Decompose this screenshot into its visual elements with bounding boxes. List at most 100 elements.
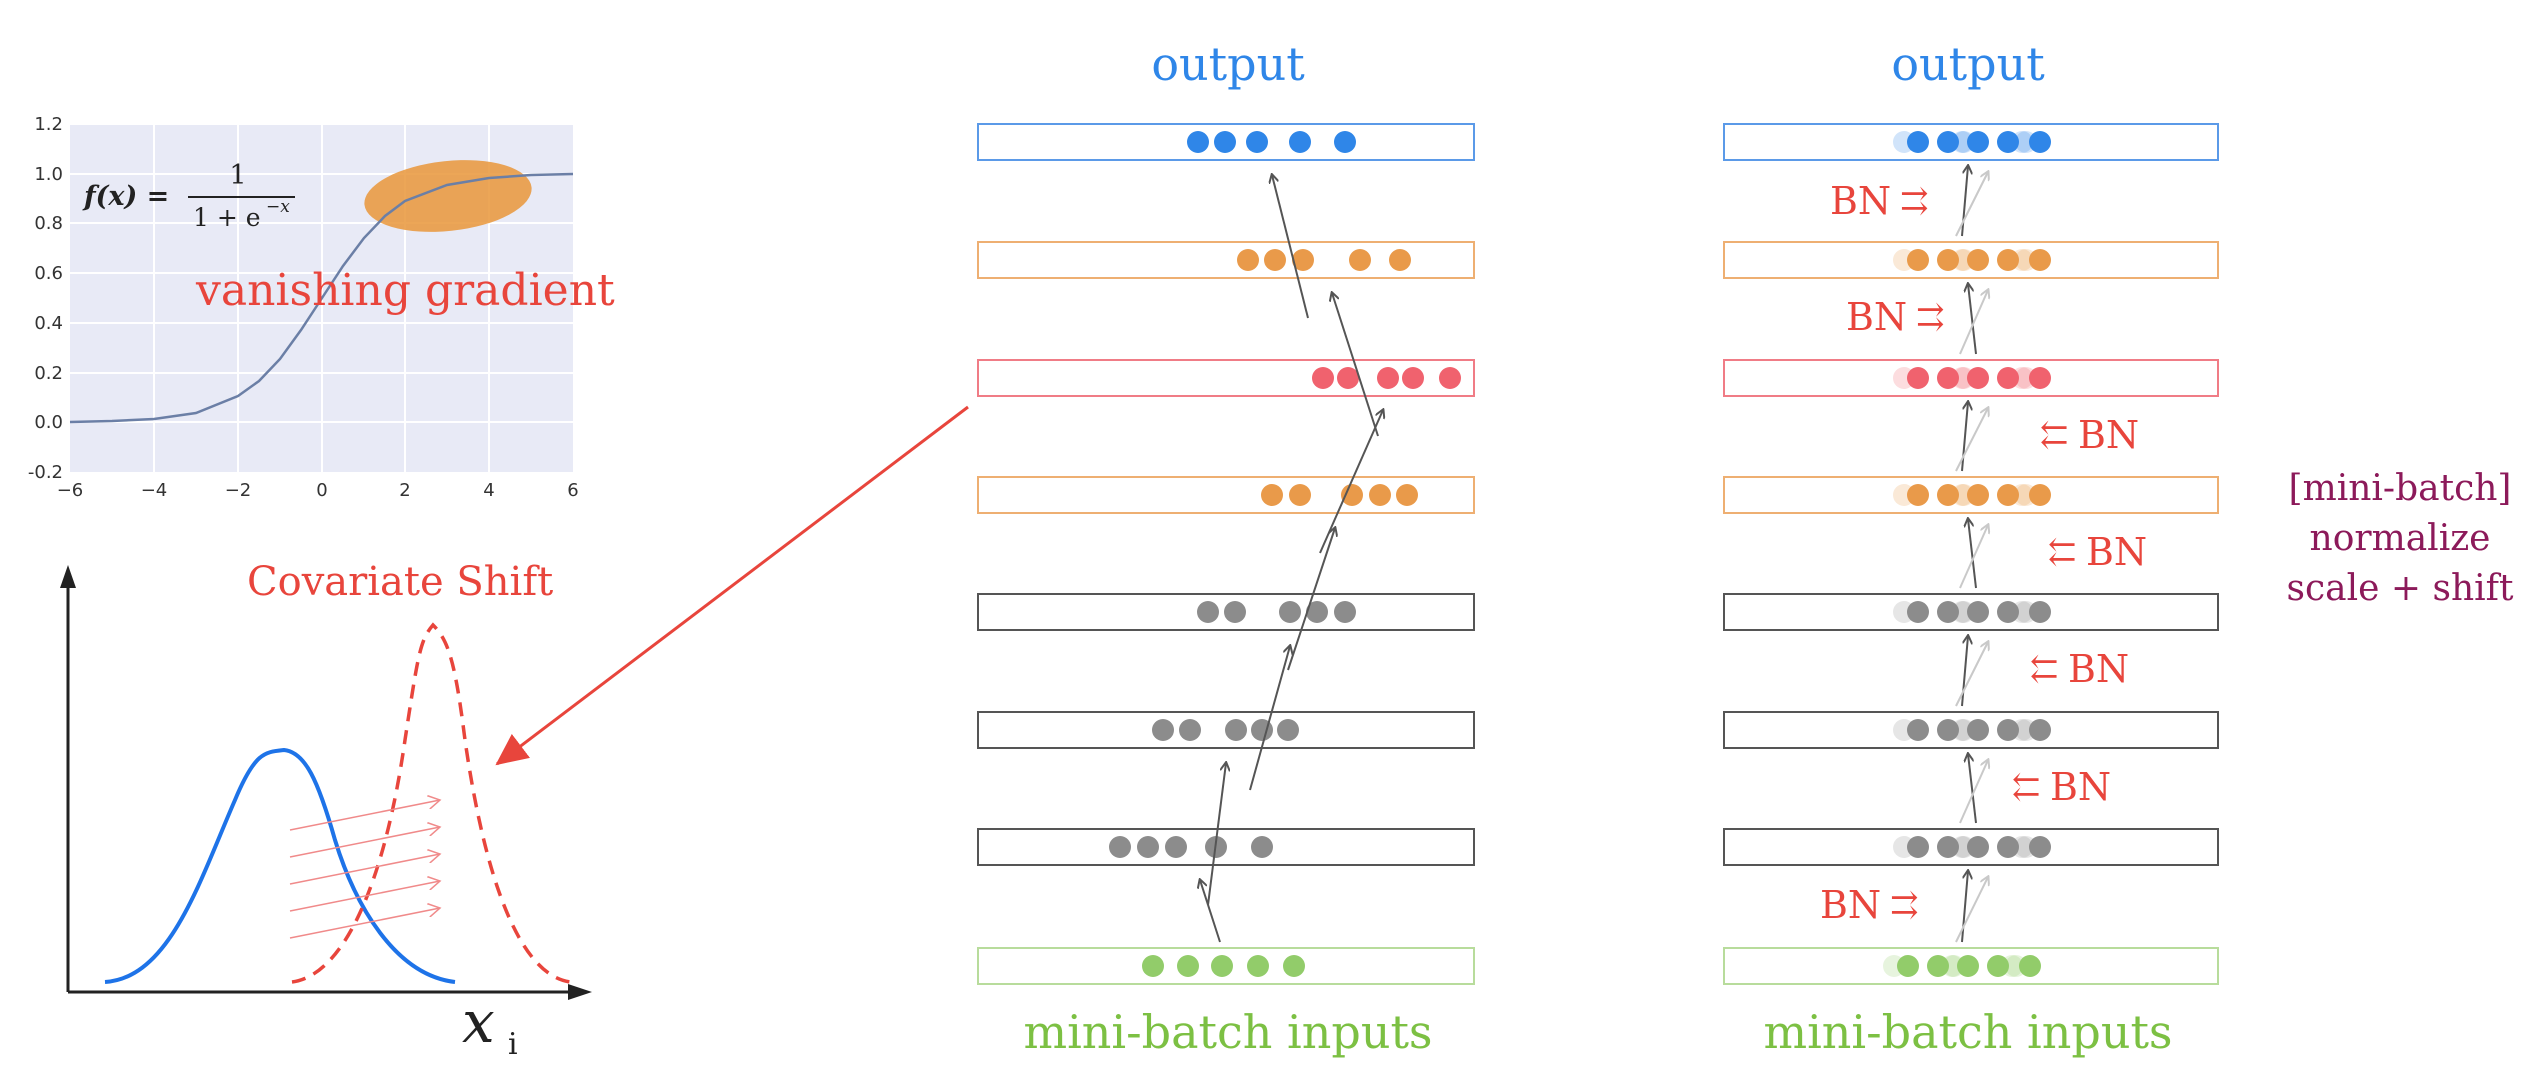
right-neuron: [1937, 249, 1959, 271]
right-neuron: [2019, 955, 2041, 977]
bn-marker: BN⇉: [1820, 883, 1919, 927]
y-tick: 0.6: [34, 263, 63, 284]
y-axis-arrowhead: [60, 565, 76, 588]
left-flow-arrow: [1272, 175, 1309, 319]
note-line-1: [mini-batch]: [2289, 468, 2512, 509]
bn-arrow-icon: ⇇: [2040, 415, 2069, 455]
x-tick: −2: [225, 480, 252, 501]
right-neuron: [1967, 484, 1989, 506]
shift-arrow: [289, 881, 440, 912]
bn-arrow-icon: ⇉: [1890, 885, 1919, 925]
left-neuron: [1246, 131, 1268, 153]
bn-marker: ⇇BN: [2040, 413, 2139, 457]
left-layer-box: [977, 123, 1475, 161]
right-neuron: [1967, 131, 1989, 153]
bn-label: BN: [1830, 179, 1891, 223]
bn-marker: BN⇉: [1830, 179, 1929, 223]
right-neuron: [2029, 601, 2051, 623]
left-neuron: [1389, 249, 1411, 271]
left-neuron: [1312, 367, 1334, 389]
right-neuron: [2029, 249, 2051, 271]
left-neuron: [1187, 131, 1209, 153]
right-layer-box: [1723, 241, 2219, 279]
y-tick: 1.2: [34, 114, 63, 135]
left-flow-arrow: [1332, 293, 1379, 437]
left-flow-arrow: [1200, 880, 1221, 943]
right-flow-arrow: [1961, 636, 1968, 707]
right-ghost-arrow: [1955, 408, 1988, 472]
left-neuron: [1247, 955, 1269, 977]
shift-arrows: [289, 800, 440, 939]
right-flow-arrow: [1968, 284, 1977, 355]
x-axis-label-subscript: i: [508, 1027, 518, 1062]
left-neuron: [1137, 836, 1159, 858]
right-neuron: [1967, 836, 1989, 858]
left-neuron: [1152, 719, 1174, 741]
left-inputs-label: mini-batch inputs: [1023, 1005, 1432, 1059]
right-neuron: [1907, 601, 1929, 623]
left-neuron: [1261, 484, 1283, 506]
left-layer-box: [977, 828, 1475, 866]
formula-denominator: 1 + e: [193, 203, 261, 232]
right-layer-box: [1723, 476, 2219, 514]
right-inputs-label: mini-batch inputs: [1763, 1005, 2172, 1059]
right-neuron: [1997, 484, 2019, 506]
right-layer-box: [1723, 359, 2219, 397]
left-neuron: [1369, 484, 1391, 506]
y-tick: 0.4: [34, 313, 63, 334]
right-layer-box: [1723, 828, 2219, 866]
bn-label: BN: [2086, 530, 2147, 574]
formula-numerator: 1: [229, 160, 246, 191]
shift-arrow: [289, 800, 440, 831]
covariate-shift-title: Covariate Shift: [247, 559, 553, 605]
right-neuron: [1957, 955, 1979, 977]
right-neuron: [2029, 131, 2051, 153]
right-flow-arrow: [1968, 754, 1977, 824]
shifted-distribution-curve: [291, 622, 571, 984]
left-neuron: [1289, 484, 1311, 506]
left-output-label: output: [1151, 37, 1305, 91]
vanishing-gradient-caption: vanishing gradient: [195, 265, 615, 316]
sigmoid-formula: f(x) = 1 1 + e −x: [82, 160, 295, 232]
right-neuron: [1997, 719, 2019, 741]
right-neuron: [1937, 484, 1959, 506]
left-layer-box: [977, 947, 1475, 985]
right-neuron: [2029, 367, 2051, 389]
left-neuron: [1377, 367, 1399, 389]
left-flow-arrow: [1249, 646, 1290, 791]
right-neuron: [1967, 601, 1989, 623]
bn-arrow-icon: ⇇: [2030, 649, 2059, 689]
right-neuron: [1997, 249, 2019, 271]
x-tick: −6: [57, 480, 84, 501]
left-neuron: [1349, 249, 1371, 271]
right-neuron: [1937, 719, 1959, 741]
x-tick: 6: [567, 480, 578, 501]
left-neuron: [1292, 249, 1314, 271]
bn-arrow-icon: ⇉: [1916, 297, 1945, 337]
right-flow-arrow: [1961, 871, 1968, 943]
shift-arrow: [289, 854, 440, 885]
bn-label: BN: [2068, 647, 2129, 691]
shift-arrow: [289, 827, 440, 858]
formula-exponent: −x: [266, 197, 290, 217]
right-neuron: [1967, 367, 1989, 389]
y-tick: -0.2: [28, 462, 63, 483]
right-neuron: [2029, 719, 2051, 741]
left-neuron: [1165, 836, 1187, 858]
left-neuron: [1439, 367, 1461, 389]
left-flow-arrow: [1287, 528, 1335, 671]
bn-arrow-icon: ⇇: [2012, 767, 2041, 807]
right-neuron: [1937, 836, 1959, 858]
left-neuron: [1402, 367, 1424, 389]
bn-arrow-icon: ⇉: [1900, 181, 1929, 221]
sigmoid-y-ticks: 1.2 1.0 0.8 0.6 0.4 0.2 0.0 -0.2: [28, 114, 63, 483]
x-axis-arrowhead: [568, 984, 592, 1000]
x-tick: 4: [483, 480, 494, 501]
left-neuron: [1334, 601, 1356, 623]
left-neuron: [1306, 601, 1328, 623]
left-layer-box: [977, 359, 1475, 397]
bn-arrow-icon: ⇇: [2048, 532, 2077, 572]
left-neuron: [1337, 367, 1359, 389]
